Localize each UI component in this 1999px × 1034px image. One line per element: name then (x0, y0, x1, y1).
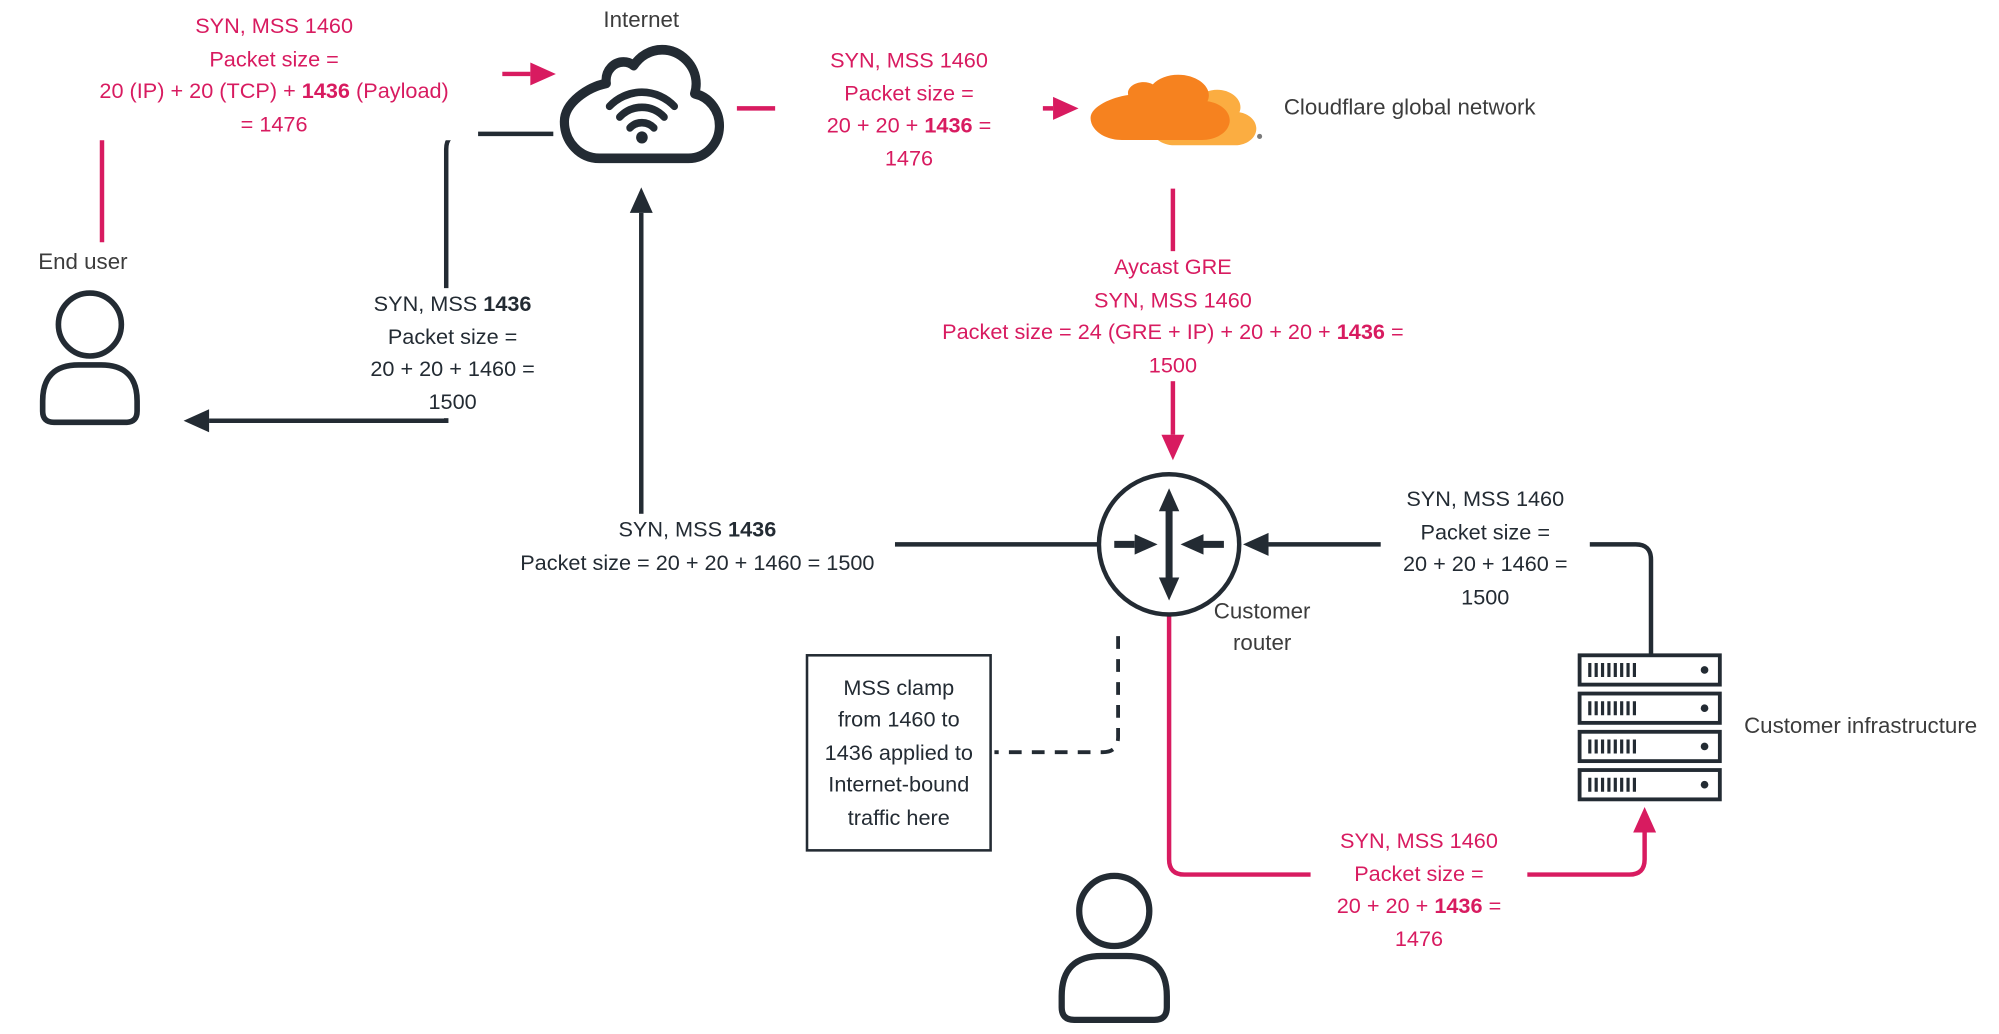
customer-router-icon (1093, 468, 1246, 621)
arrow-into-internet (502, 62, 556, 86)
end-user-icon (28, 289, 152, 427)
dashed-line-router-to-clamp-note (994, 636, 1120, 755)
server-row (1577, 691, 1722, 725)
customer-user-icon (1045, 872, 1183, 1025)
end-user-label: End user (38, 248, 128, 275)
internet-cloud-icon (557, 42, 727, 164)
internet-label: Internet (603, 6, 680, 32)
customer-router-label: Customer router (1213, 597, 1311, 656)
cloudflare-logo (1086, 70, 1264, 146)
wifi-icon (605, 88, 679, 144)
server-stack-icon (1577, 653, 1722, 803)
cloudflare-label: Cloudflare global network (1283, 94, 1536, 120)
server-row (1577, 653, 1722, 687)
arrow-infrastructure-to-router (1243, 532, 1654, 658)
registered-mark-icon (1257, 133, 1263, 139)
server-row (1577, 768, 1722, 802)
customer-infrastructure-label: Customer infrastructure (1744, 712, 1978, 739)
server-row (1577, 729, 1722, 764)
